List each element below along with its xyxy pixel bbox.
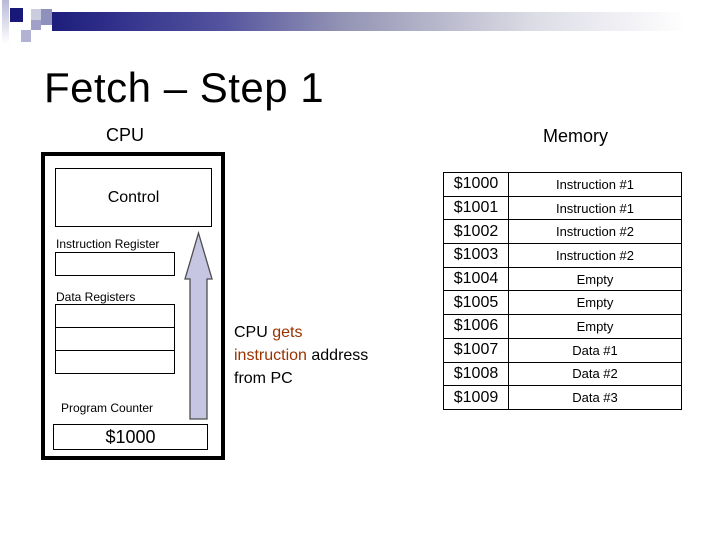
program-counter-value: $1000 bbox=[105, 426, 156, 447]
table-row: $1003 Instruction #2 bbox=[443, 243, 682, 268]
table-row: $1004 Empty bbox=[443, 266, 682, 292]
annotation-segment: address bbox=[306, 347, 369, 364]
memory-section-label: Memory bbox=[543, 126, 609, 146]
banner-square-decoration bbox=[41, 9, 52, 25]
table-row: $1000 Instruction #1 bbox=[443, 172, 682, 197]
data-registers-label: Data Registers bbox=[56, 290, 136, 304]
program-counter-label: Program Counter bbox=[61, 401, 154, 415]
data-register-box bbox=[55, 327, 175, 351]
annotation-segment-highlight: instruction bbox=[234, 347, 307, 364]
memory-value: Empty bbox=[508, 266, 682, 292]
memory-value: Empty bbox=[508, 290, 682, 316]
banner-square-decoration bbox=[31, 9, 41, 20]
data-register-box bbox=[55, 304, 175, 328]
memory-value: Data #1 bbox=[508, 337, 682, 363]
memory-value: Instruction #2 bbox=[508, 243, 682, 268]
table-row: $1005 Empty bbox=[443, 290, 682, 316]
banner-square-decoration bbox=[21, 30, 31, 42]
slide-title: Fetch – Step 1 bbox=[44, 64, 325, 111]
memory-value: Data #2 bbox=[508, 361, 682, 387]
banner-square-decoration bbox=[10, 8, 23, 22]
cpu-section-label: CPU bbox=[106, 125, 145, 145]
table-row: $1001 Instruction #1 bbox=[443, 195, 682, 221]
table-row: $1002 Instruction #2 bbox=[443, 219, 682, 245]
memory-address: $1004 bbox=[443, 266, 509, 292]
memory-value: Data #3 bbox=[508, 385, 682, 410]
memory-address: $1005 bbox=[443, 290, 509, 316]
banner-square-decoration bbox=[31, 20, 41, 30]
table-row: $1007 Data #1 bbox=[443, 337, 682, 363]
memory-value: Instruction #2 bbox=[508, 219, 682, 245]
memory-value: Instruction #1 bbox=[508, 195, 682, 221]
memory-address: $1009 bbox=[443, 385, 509, 410]
memory-address: $1006 bbox=[443, 314, 509, 339]
memory-address: $1001 bbox=[443, 195, 509, 221]
memory-address: $1008 bbox=[443, 361, 509, 387]
memory-address: $1000 bbox=[443, 172, 509, 197]
table-row: $1009 Data #3 bbox=[443, 385, 682, 410]
control-unit-label: Control bbox=[107, 188, 160, 206]
instruction-register-label: Instruction Register bbox=[56, 237, 160, 251]
annotation-segment: CPU bbox=[234, 324, 273, 341]
memory-address: $1002 bbox=[443, 219, 509, 245]
memory-address: $1003 bbox=[443, 243, 509, 268]
up-arrow-icon bbox=[184, 231, 213, 420]
table-row: $1008 Data #2 bbox=[443, 361, 682, 387]
instruction-register-box bbox=[55, 252, 175, 276]
memory-value: Instruction #1 bbox=[508, 172, 682, 197]
banner-gradient-bar bbox=[52, 12, 720, 31]
program-counter-box: $1000 bbox=[53, 424, 208, 450]
table-row: $1006 Empty bbox=[443, 314, 682, 339]
data-register-box bbox=[55, 350, 175, 374]
annotation-segment-highlight: gets bbox=[272, 324, 303, 341]
banner-strip-decoration bbox=[2, 0, 9, 44]
annotation-segment: from PC bbox=[234, 370, 293, 387]
memory-value: Empty bbox=[508, 314, 682, 339]
control-unit-box: Control bbox=[55, 168, 212, 227]
data-registers-stack bbox=[55, 304, 175, 374]
memory-address: $1007 bbox=[443, 337, 509, 363]
memory-table: $1000 Instruction #1 $1001 Instruction #… bbox=[443, 172, 682, 410]
annotation-text: CPU gets instruction address from PC bbox=[234, 321, 368, 390]
